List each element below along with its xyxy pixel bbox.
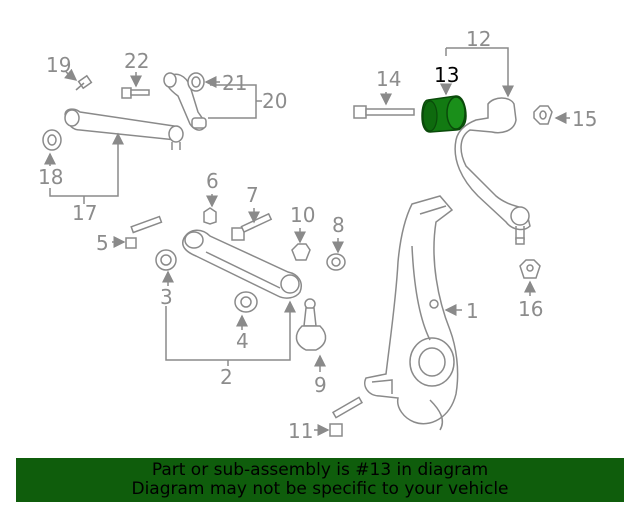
part-5-bolt [125,215,163,249]
callout-3: 3 [160,285,173,309]
part-7-bolt [231,212,273,241]
part-14-bolt [353,105,415,119]
callout-11: 11 [288,419,313,443]
part-2-lower-arm [182,229,302,299]
callout-7: 7 [246,183,259,207]
part-13-bushing-highlighted [421,95,467,133]
leader-19 [64,68,78,81]
callout-1: 1 [466,299,479,323]
part-9-ball-joint [295,298,327,351]
part-4-bushing [234,291,258,313]
callout-8: 8 [332,213,345,237]
callout-22: 22 [124,49,149,73]
part-18-bushing [42,129,62,151]
callout-5: 5 [96,231,109,255]
part-16-nut [519,259,541,279]
bracket-2 [165,300,296,361]
part-8-nut [326,253,346,271]
callout-14: 14 [376,67,401,91]
callout-19: 19 [46,53,71,77]
banner-line-1: Part or sub-assembly is #13 in diagram [151,460,489,480]
callout-4: 4 [236,329,249,353]
part-1-knuckle [364,195,459,431]
banner-line-2: Diagram may not be specific to your vehi… [131,479,509,499]
callout-6: 6 [206,169,219,193]
bracket-20 [246,84,257,119]
part-17-upper-arm [64,108,184,150]
part-20-upper-arm [163,72,207,131]
callout-9: 9 [314,373,327,397]
part-15-nut [533,105,553,125]
bracket-12 [446,47,514,98]
part-3-bushing [155,249,177,271]
part-19-bolt [75,74,93,91]
part-11-bolt [329,396,364,437]
part-21-bushing [187,72,205,92]
part-12-upper-arm [454,97,531,245]
part-22-bolt [121,87,150,99]
callout-2: 2 [220,365,233,389]
callout-20: 20 [262,89,287,113]
callout-21: 21 [222,71,247,95]
callout-10: 10 [290,203,315,227]
callout-17: 17 [72,201,97,225]
part-10-nut [291,243,311,261]
callout-15: 15 [572,107,597,131]
callout-12: 12 [466,27,491,51]
callout-13: 13 [434,63,459,87]
part-6-nut [203,207,217,225]
callout-16: 16 [518,297,543,321]
callout-18: 18 [38,165,63,189]
info-banner: Part or sub-assembly is #13 in diagram D… [16,458,624,502]
